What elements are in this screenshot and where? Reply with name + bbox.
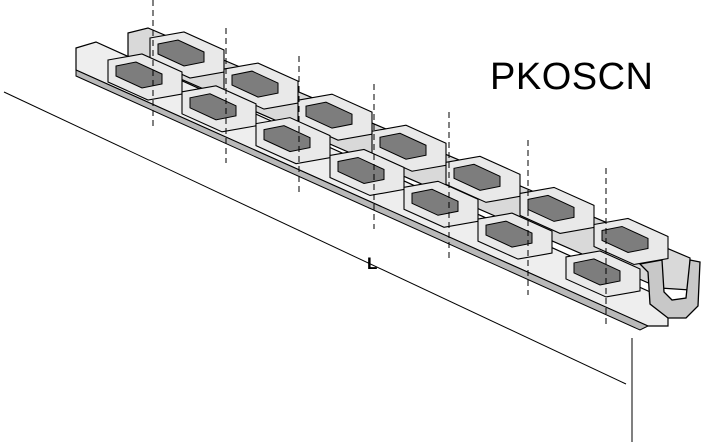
rail-lower-lip [75, 69, 650, 331]
upper-clip-tab [519, 186, 595, 234]
slot-hole [231, 70, 279, 98]
dimension-line [3, 91, 627, 385]
slot-hole [411, 188, 459, 216]
upper-clip-tab [445, 155, 521, 203]
slot-hole [379, 132, 427, 160]
rail-end-profile [638, 259, 701, 319]
slot-hole [189, 93, 237, 121]
slot-hole [601, 225, 649, 254]
upper-clip-tab [593, 217, 669, 266]
lower-clip-tab [565, 250, 641, 298]
center-line-group [152, 0, 607, 328]
slot-hole [157, 39, 205, 67]
slot-hole [337, 156, 385, 184]
slot-hole [453, 163, 501, 191]
slot-hole [485, 220, 533, 248]
lower-clip-tab [329, 148, 405, 197]
slot-hole [115, 61, 163, 89]
lower-tab-group [107, 53, 641, 298]
length-dimension-label: L [367, 254, 378, 273]
lower-clip-tab [403, 180, 479, 228]
slot-hole [263, 125, 311, 153]
slot-hole [527, 194, 575, 222]
slot-hole [305, 101, 353, 129]
lower-clip-tab [255, 117, 331, 165]
product-code-label: PKOSCN [490, 56, 654, 98]
slot-hole [573, 258, 621, 286]
lower-clip-tab [477, 212, 553, 260]
